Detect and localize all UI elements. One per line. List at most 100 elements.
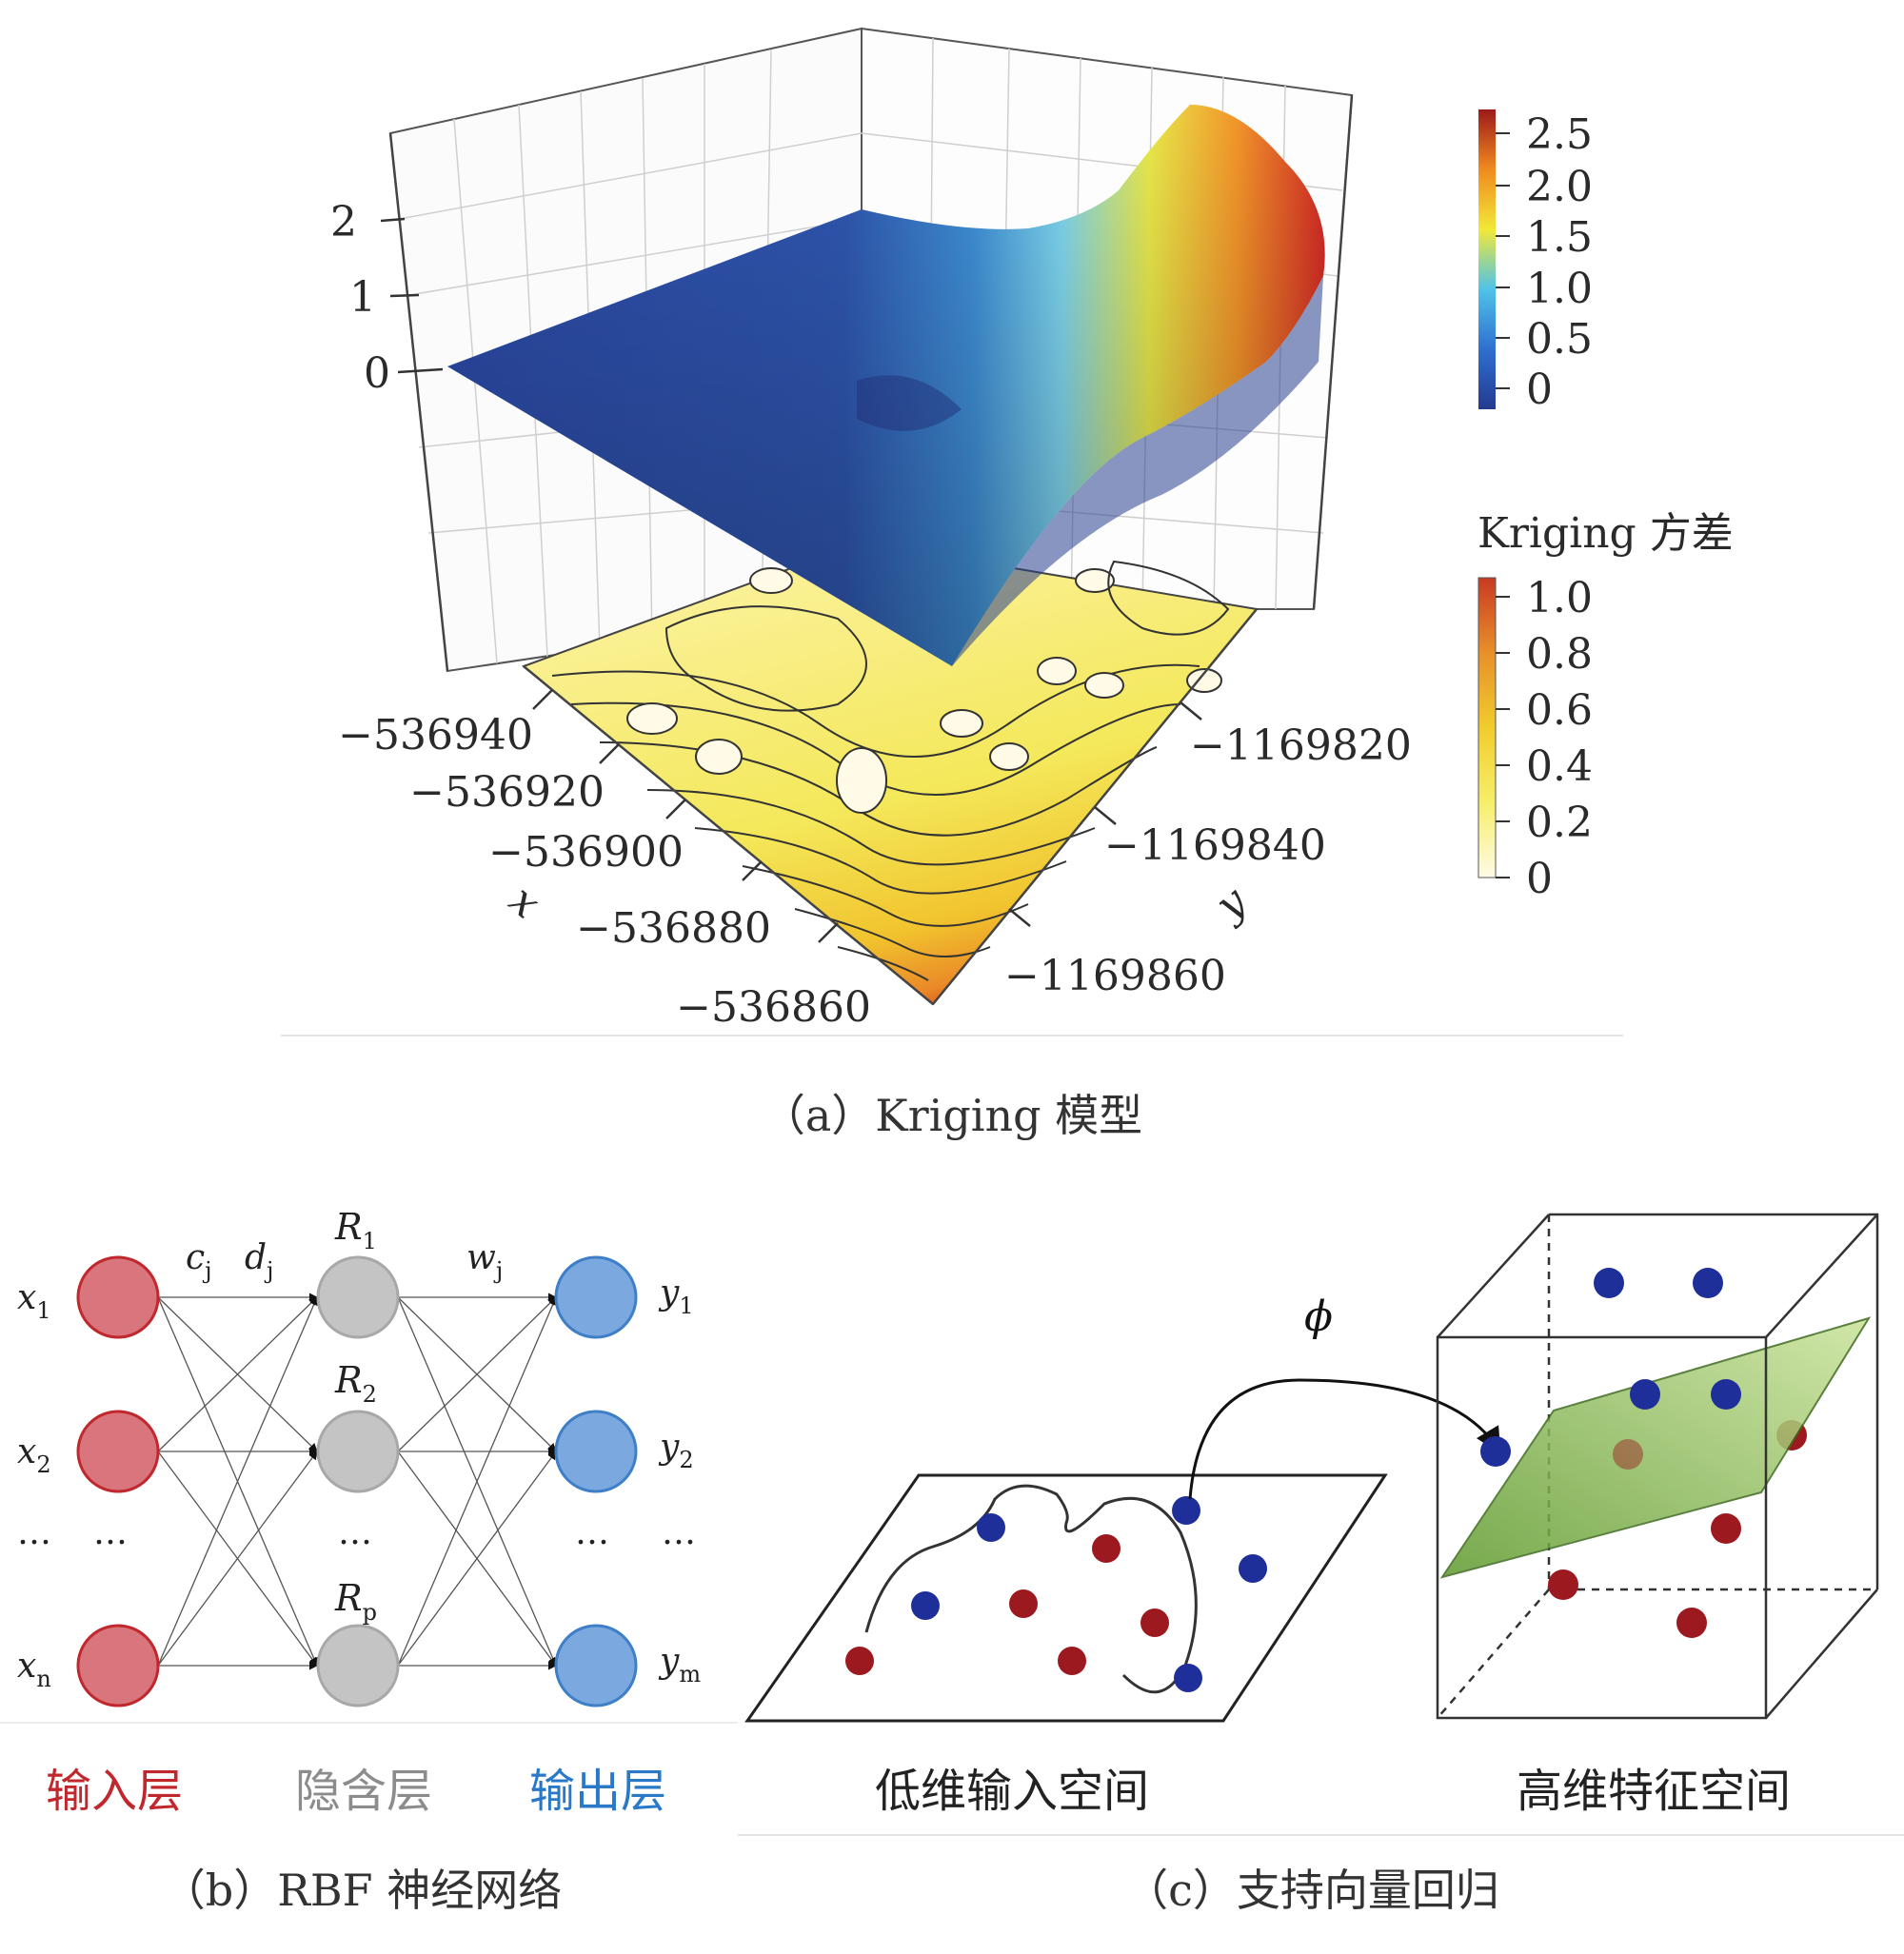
input-labels: x1 x2 … … xn: [17, 1278, 128, 1692]
y-axis: [1008, 701, 1202, 927]
caption-c: （c）支持向量回归: [1124, 1865, 1499, 1916]
colorbar-title: Kriging 方差: [1478, 509, 1734, 558]
colorbar-tick: 0.6: [1526, 686, 1593, 735]
output-node: [554, 1255, 638, 1339]
z-tick-label: 2: [330, 198, 357, 247]
layer-label-input: 输入层: [46, 1765, 183, 1818]
input-label-2: x2: [17, 1432, 51, 1478]
red-point: [1711, 1513, 1741, 1544]
phi-label: ϕ: [1304, 1293, 1333, 1341]
hidden-labels: R1 R2 … Rp: [334, 1206, 377, 1626]
output-node: [554, 1410, 638, 1493]
colorbar-tick: 0: [1526, 365, 1553, 414]
c-label: cj: [186, 1238, 212, 1284]
weight-labels: cj dj wj: [186, 1238, 503, 1284]
colorbar-tick: 0.5: [1526, 315, 1593, 364]
caption-b: （b）RBF 神经网络: [162, 1865, 562, 1916]
low-dim-plane: [744, 1473, 1388, 1723]
hidden-label-1: R1: [334, 1206, 377, 1254]
y-tick-label: −1169820: [1190, 721, 1412, 770]
blue-point: [1711, 1379, 1741, 1410]
hidden-label-p: Rp: [334, 1577, 377, 1626]
mapping-arrow: [1188, 1378, 1501, 1500]
red-point: [1058, 1647, 1086, 1675]
x-tick-labels: −536940 −536920 −536900 −536880 −536860 …: [338, 711, 871, 1032]
blue-point: [1480, 1436, 1511, 1467]
kriging-surface: [447, 105, 1325, 666]
input-layer-nodes: [76, 1255, 160, 1707]
output-ellipsis: …: [575, 1513, 609, 1552]
panel-a-kriging: 2 1 0 −536940 −536920 −536900 −536880 −5…: [281, 27, 1734, 1141]
x-axis: [532, 689, 839, 943]
red-point: [1548, 1569, 1578, 1600]
input-hidden-connections: [157, 1293, 318, 1670]
left-ellipsis: …: [17, 1513, 51, 1552]
panel-b-rbf: x1 x2 … … xn R1 R2 … Rp y1 y2 … … ym cj …: [0, 1206, 738, 1916]
hidden-layer-nodes: [316, 1255, 400, 1707]
x-tick-label: −536860: [676, 983, 871, 1032]
y-tick-label: −1169860: [1004, 952, 1226, 1000]
x-tick-label: −536900: [488, 828, 684, 877]
x-axis-label: x: [500, 876, 549, 928]
colorbar-tick: 0: [1526, 855, 1553, 903]
regression-curve: [864, 1484, 1198, 1694]
output-label-1: y1: [658, 1273, 694, 1319]
x-tick-label: −536940: [338, 711, 533, 760]
z-tick-label: 0: [364, 349, 390, 398]
input-node: [76, 1410, 160, 1493]
input-label-n: xn: [17, 1647, 51, 1692]
low-dim-points: [845, 1496, 1267, 1692]
colorbar-variance: Kriging 方差 1.0 0.8 0.6 0.4 0.2 0: [1478, 509, 1734, 903]
x-tick-label: −536880: [576, 904, 771, 953]
high-dim-points-plane: [1480, 1379, 1741, 1470]
hidden-ellipsis: …: [338, 1513, 372, 1552]
hidden-node: [316, 1410, 400, 1493]
output-layer-nodes: [554, 1255, 638, 1707]
hidden-output-connections: [397, 1293, 557, 1670]
blue-point: [1630, 1379, 1660, 1410]
hidden-node: [316, 1255, 400, 1339]
red-point: [1613, 1439, 1643, 1470]
colorbar-tick: 1.0: [1526, 574, 1593, 622]
red-point: [845, 1647, 874, 1675]
input-node: [76, 1624, 160, 1707]
z-tick-label: 1: [349, 273, 376, 322]
z-axis: 2 1 0: [330, 198, 444, 398]
input-ellipsis: …: [93, 1513, 128, 1552]
hidden-label-2: R2: [334, 1359, 377, 1408]
output-labels: y1 y2 … … ym: [575, 1273, 701, 1688]
blue-point: [911, 1591, 940, 1620]
layer-label-output: 输出层: [529, 1765, 666, 1818]
blue-point: [1174, 1664, 1202, 1692]
x-tick-label: −536920: [409, 768, 605, 817]
output-label-m: ym: [658, 1642, 701, 1688]
blue-point: [1239, 1554, 1267, 1583]
colorbar-tick: 0.2: [1526, 799, 1593, 847]
y-tick-labels: −1169820 −1169840 −1169860 y: [1004, 721, 1412, 1000]
colorbar-tick: 0.4: [1526, 742, 1593, 791]
floor-variance-map: [522, 541, 1259, 1006]
separating-hyperplane: [1439, 1316, 1872, 1579]
input-label-1: x1: [17, 1278, 51, 1324]
output-node: [554, 1624, 638, 1707]
red-point: [1140, 1609, 1169, 1637]
y-tick-label: −1169840: [1104, 821, 1326, 870]
feature-cube-front: [1436, 1214, 1878, 1720]
blue-point: [1693, 1268, 1723, 1298]
high-dim-label: 高维特征空间: [1517, 1765, 1791, 1818]
blue-point: [1594, 1268, 1624, 1298]
hidden-node: [316, 1624, 400, 1707]
blue-point: [977, 1513, 1005, 1542]
box-edges: [388, 94, 1354, 1005]
w-label: wj: [466, 1238, 503, 1284]
right-ellipsis: …: [662, 1513, 696, 1552]
red-point: [1092, 1534, 1121, 1563]
d-label: dj: [245, 1238, 274, 1284]
colorbar-surface: 2.5 2.0 1.5 1.0 0.5 0: [1478, 109, 1593, 414]
layer-label-hidden: 隐含层: [295, 1765, 432, 1818]
colorbar-tick: 2.5: [1526, 110, 1593, 159]
colorbar-tick: 1.0: [1526, 265, 1593, 313]
colorbar-tick: 2.0: [1526, 163, 1593, 211]
red-point: [1009, 1589, 1038, 1618]
